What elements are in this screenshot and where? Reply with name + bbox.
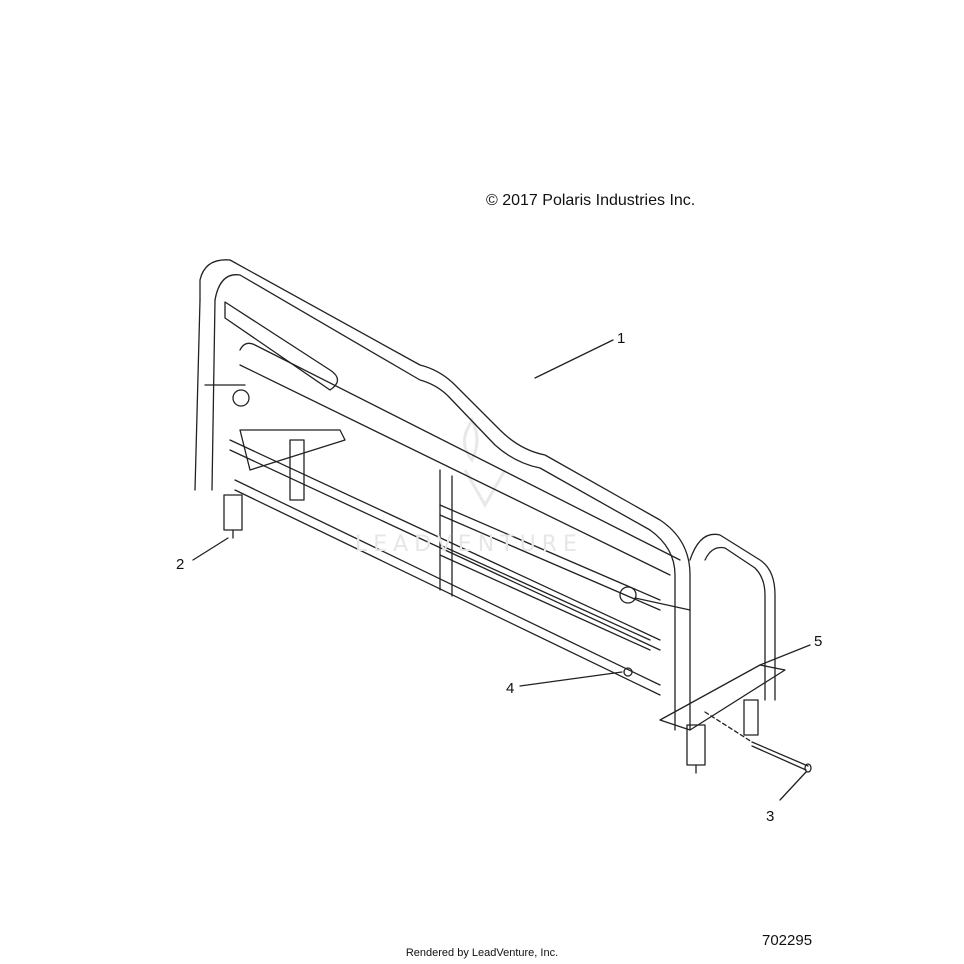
mid-rail <box>229 439 661 641</box>
copyright-notice: © 2017 Polaris Industries Inc. <box>486 192 696 209</box>
bolt <box>751 741 809 771</box>
watermark-text: LEADVENTURE <box>355 532 583 557</box>
leader-line-4 <box>519 671 623 687</box>
rendered-by-credit: Rendered by LeadVenture, Inc. <box>405 947 559 959</box>
callout-1: 1 <box>617 330 626 347</box>
nut <box>623 667 633 677</box>
base-plate <box>659 664 786 731</box>
left-clamp <box>232 389 250 407</box>
leader-line-3 <box>779 771 807 801</box>
lower-rail <box>234 479 661 686</box>
vertical-bar <box>439 469 453 597</box>
left-upright <box>194 299 216 491</box>
leader-line-2 <box>192 537 229 561</box>
leader-line-5 <box>759 644 811 666</box>
callout-4: 4 <box>506 680 515 697</box>
figure-number: 702295 <box>762 932 813 949</box>
second-rail <box>224 301 339 391</box>
top-rail-inner <box>214 274 676 731</box>
callout-2: 2 <box>176 556 185 573</box>
callout-5: 5 <box>814 633 823 650</box>
right-post <box>686 724 706 766</box>
top-rail <box>199 259 691 731</box>
callout-3: 3 <box>766 808 775 825</box>
right-clamp <box>619 586 637 604</box>
right-frame <box>689 533 776 701</box>
left-bracket <box>239 429 346 471</box>
leader-line-1 <box>534 339 614 379</box>
left-post <box>223 494 243 531</box>
leadventure-logo-icon <box>462 416 507 509</box>
